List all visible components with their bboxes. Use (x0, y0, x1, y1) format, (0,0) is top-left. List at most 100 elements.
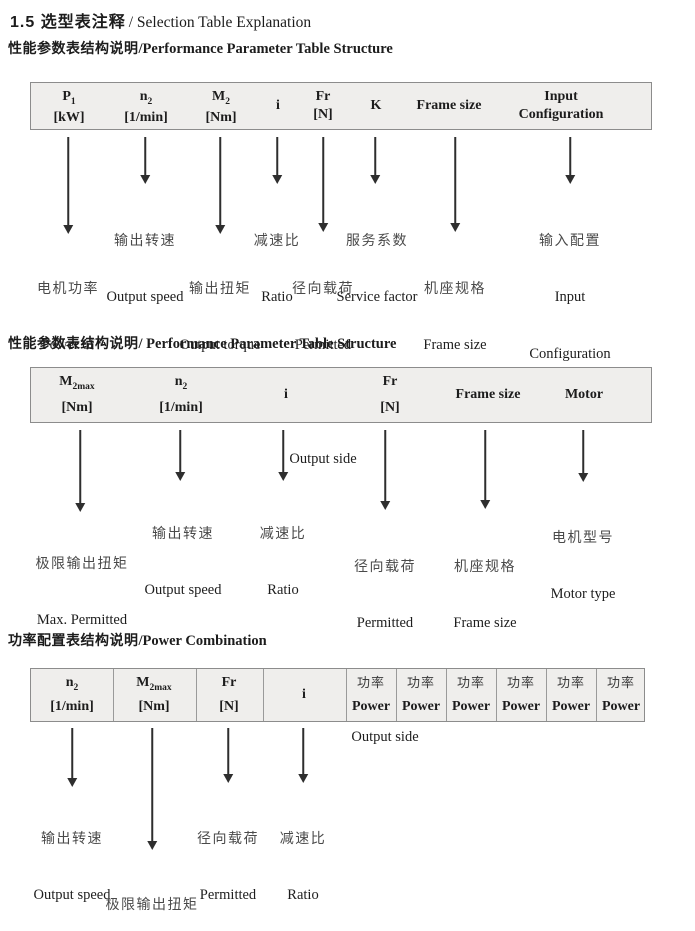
arrow-m2max (79, 430, 81, 503)
col-power-4: 功率 Power (501, 675, 541, 714)
table-divider (263, 669, 264, 721)
callout-frame-size: 机座规格 Frame size (453, 558, 517, 631)
section3-heading: 功率配置表结构说明/Power Combination (8, 630, 267, 650)
col-n2-unit: [1/min] (159, 400, 203, 415)
callout-overhung-load: 径向载荷 Permitted Overhung load Output side (342, 558, 429, 745)
col-motor: Motor (565, 368, 603, 422)
arrow-frame-size (484, 430, 486, 500)
section2-heading: 性能参数表结构说明/ Performance Parameter Table S… (8, 333, 396, 353)
callout-overhung-load: 径向载荷 Permitted Overhung load Output side (196, 830, 259, 903)
col-m2-unit: [Nm] (205, 109, 237, 125)
arrow-m2 (219, 137, 221, 225)
arrow-k (374, 137, 376, 175)
col-m2max-unit: [Nm] (61, 400, 93, 415)
col-p1-symbol: P (62, 89, 71, 104)
col-fr-unit: [N] (219, 699, 239, 714)
col-p1-unit: [kW] (53, 109, 85, 125)
section3-heading-en: /Power Combination (138, 633, 267, 649)
arrow-frame-size (454, 137, 456, 223)
arrow-i (282, 430, 284, 472)
col-k: K (371, 83, 382, 129)
callout-ratio: 减速比 Ratio (259, 525, 307, 598)
col-fr-unit: [N] (313, 107, 333, 122)
table-divider (446, 669, 447, 721)
col-power-6: 功率 Power (601, 675, 641, 714)
callout-output-speed: 输出转速 Output speed (106, 232, 184, 305)
col-n2-symbol: n (174, 374, 183, 389)
arrow-fr (227, 728, 229, 774)
col-fr: Fr [N] (380, 368, 399, 422)
arrow-i (276, 137, 278, 175)
col-fr-symbol: Fr (315, 89, 331, 104)
col-fr-symbol: Fr (382, 374, 398, 389)
section2-heading-zh: 性能参数表结构说明 (8, 335, 139, 351)
col-config-label: Configuration (518, 107, 604, 122)
performance-table-2: M2max [Nm] n2 [1/min] i Fr [N] Frame siz… (30, 367, 652, 423)
col-input-label: Input (544, 89, 578, 104)
section1-heading: 性能参数表结构说明/Performance Parameter Table St… (8, 38, 393, 58)
col-n2: n2 [1/min] (124, 89, 168, 125)
table-divider (113, 669, 114, 721)
callout-input-configuration: 输入配置 Input Configuration (529, 232, 611, 362)
table-divider (596, 669, 597, 721)
col-power-2: 功率 Power (401, 675, 441, 714)
arrow-n2 (144, 137, 146, 175)
col-m2: M2 [Nm] (205, 89, 237, 125)
power-combination-table: n2 [1/min] M2max [Nm] Fr [N] i 功率 Power … (30, 668, 645, 722)
section1-heading-en: /Performance Parameter Table Structure (138, 41, 393, 57)
col-frame-size-label: Frame size (416, 98, 482, 113)
col-motor-label: Motor (564, 387, 604, 402)
performance-table-1: P1 [kW] n2 [1/min] M2 [Nm] i Fr [N] K Fr… (30, 82, 652, 130)
section3-heading-zh: 功率配置表结构说明 (8, 632, 139, 648)
col-fr-unit: [N] (380, 400, 400, 415)
col-n2: n2 [1/min] (159, 374, 203, 415)
col-frame-size: Frame size (456, 368, 521, 422)
callout-output-speed: 输出转速 Output speed (33, 830, 111, 903)
arrow-n2 (179, 430, 181, 472)
arrow-fr (384, 430, 386, 501)
col-i-symbol: i (276, 98, 280, 113)
arrow-input-config (569, 137, 571, 175)
col-m2max: M2max [Nm] (59, 374, 95, 415)
callout-motor-type: 电机型号 Motor type (550, 529, 616, 602)
table-divider (546, 669, 547, 721)
col-p1: P1 [kW] (53, 89, 85, 125)
col-n2: n2 [1/min] (50, 675, 94, 714)
page-title-en: / Selection Table Explanation (128, 14, 312, 31)
col-k-symbol: K (370, 98, 382, 113)
col-power-5: 功率 Power (551, 675, 591, 714)
col-m2max-symbol: M (136, 675, 150, 690)
table-divider (396, 669, 397, 721)
page-title: 1.5 选型表注释/ Selection Table Explanation (10, 8, 311, 32)
col-fr-symbol: Fr (221, 675, 237, 690)
callout-max-output-torque: 极限输出扭矩 Max. Permitted Output torque (105, 896, 199, 912)
arrow-motor (582, 430, 584, 473)
arrow-i (302, 728, 304, 774)
callout-output-speed: 输出转速 Output speed (144, 525, 222, 598)
table-divider (196, 669, 197, 721)
col-m2max: M2max [Nm] (136, 675, 172, 714)
col-i: i (276, 83, 280, 129)
callout-frame-size: 机座规格 Frame size (423, 280, 487, 353)
table-divider (496, 669, 497, 721)
col-m2-symbol: M (212, 89, 226, 104)
arrow-n2 (71, 728, 73, 778)
col-n2-symbol: n (139, 89, 148, 104)
col-n2-unit: [1/min] (50, 699, 94, 714)
arrow-p1 (67, 137, 69, 225)
col-n2-unit: [1/min] (124, 109, 168, 125)
col-m2max-unit: [Nm] (138, 699, 170, 714)
section1-heading-zh: 性能参数表结构说明 (8, 40, 139, 56)
col-fr: Fr [N] (313, 83, 332, 129)
table-divider (346, 669, 347, 721)
col-i: i (302, 669, 306, 721)
col-n2-symbol: n (65, 675, 74, 690)
callout-ratio: 减速比 Ratio (253, 232, 301, 305)
arrow-fr (322, 137, 324, 223)
col-frame-size-label: Frame size (455, 387, 521, 402)
callout-ratio: 减速比 Ratio (279, 830, 327, 903)
arrow-m2max (151, 728, 153, 841)
page-title-zh: 1.5 选型表注释 (10, 14, 126, 31)
col-i-symbol: i (284, 387, 288, 402)
